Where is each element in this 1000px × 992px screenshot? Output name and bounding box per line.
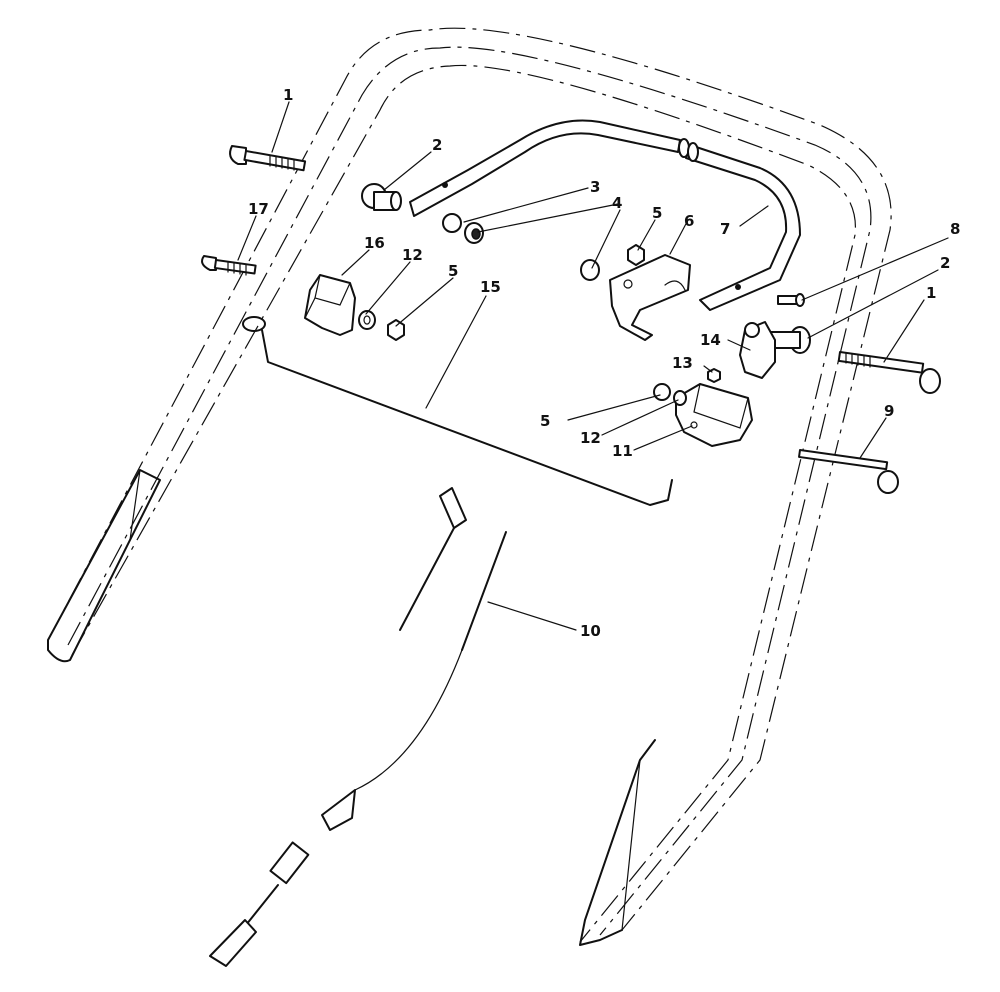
nut-part-13 xyxy=(707,368,721,383)
label-3: 3 xyxy=(590,178,600,196)
nut-part-5-right xyxy=(653,383,671,401)
part-labels: 1 2 3 4 5 6 7 8 2 1 14 13 9 5 12 11 17 1… xyxy=(248,86,960,640)
label-5-left: 5 xyxy=(448,262,458,280)
label-6: 6 xyxy=(684,212,694,230)
washer-part-12-left xyxy=(358,310,376,330)
label-5-top: 5 xyxy=(652,204,662,222)
label-1-right: 1 xyxy=(926,284,936,302)
label-10: 10 xyxy=(580,622,601,640)
label-11: 11 xyxy=(612,442,633,460)
cable-part-10 xyxy=(209,487,507,967)
spacer-part-2-right xyxy=(769,326,811,354)
label-14: 14 xyxy=(700,331,721,349)
bracket-part-16 xyxy=(304,274,356,336)
cam-part-14 xyxy=(739,321,776,379)
label-1-left: 1 xyxy=(283,86,293,104)
label-2-left: 2 xyxy=(432,136,442,154)
spacer-part-2-left xyxy=(361,183,402,211)
screw-part-8 xyxy=(777,293,805,307)
nut-part-5-left xyxy=(387,319,405,341)
label-9: 9 xyxy=(884,402,894,420)
nut-part-5-top xyxy=(627,244,645,266)
label-13: 13 xyxy=(672,354,693,372)
label-8: 8 xyxy=(950,220,960,238)
label-12-right: 12 xyxy=(580,429,601,447)
bushing-part-3 xyxy=(442,213,484,244)
label-5-right: 5 xyxy=(540,412,550,430)
label-12-left: 12 xyxy=(402,246,423,264)
label-4: 4 xyxy=(612,194,622,212)
rod-part-15 xyxy=(242,316,673,506)
washer-part-12-right xyxy=(673,390,687,406)
handle-frame xyxy=(47,27,892,946)
label-15: 15 xyxy=(480,278,501,296)
leader-lines xyxy=(237,101,949,631)
label-2-right: 2 xyxy=(940,254,950,272)
block-part-11 xyxy=(675,383,753,447)
label-7: 7 xyxy=(720,220,730,238)
washer-part-4 xyxy=(580,259,600,281)
bolt-part-17 xyxy=(201,255,257,276)
plate-part-6 xyxy=(609,254,691,341)
label-16: 16 xyxy=(364,234,385,252)
bolt-part-9 xyxy=(798,449,899,494)
bail-part-7 xyxy=(409,119,801,311)
label-17: 17 xyxy=(248,200,269,218)
bolt-part-1-right xyxy=(837,351,941,394)
bolt-part-1-left xyxy=(229,145,307,172)
